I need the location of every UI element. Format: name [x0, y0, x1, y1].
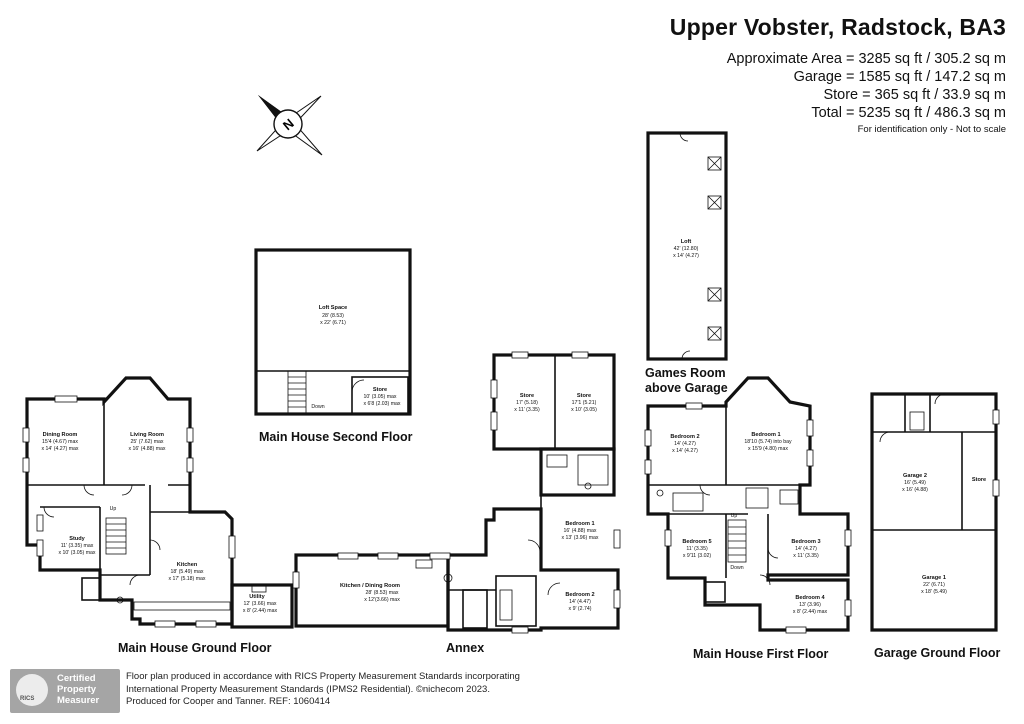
svg-text:x 18' (5.49): x 18' (5.49) [921, 589, 947, 595]
svg-text:12' (3.66) max: 12' (3.66) max [244, 601, 277, 607]
floor-label-games-room: Games Room above Garage [645, 366, 728, 395]
svg-text:14' (4.27): 14' (4.27) [795, 546, 817, 552]
svg-text:25' (7.62) max: 25' (7.62) max [131, 439, 164, 445]
svg-text:18'10 (5.74) into bay: 18'10 (5.74) into bay [744, 439, 792, 445]
area-garage: Garage = 1585 sq ft / 147.2 sq m [793, 69, 1006, 85]
room-name-bedroom-3: Bedroom 3 [791, 539, 820, 545]
svg-text:x 10' (3.05): x 10' (3.05) [571, 407, 597, 413]
svg-text:13' (3.96): 13' (3.96) [799, 602, 821, 608]
ground-floor-plan: Dining Room 15'4 (4.67) max x 14' (4.27)… [22, 376, 294, 629]
stair-up-label-first: Up [731, 513, 738, 519]
identification-note: For identification only - Not to scale [857, 124, 1006, 135]
room-name-bedroom-5: Bedroom 5 [682, 539, 711, 545]
svg-text:14' (4.47): 14' (4.47) [569, 599, 591, 605]
svg-text:11' (3.35) max: 11' (3.35) max [61, 543, 94, 549]
annex-plan: Kitchen / Dining Room 28' (8.53) max x 1… [292, 351, 621, 634]
room-name-garage-2: Garage 2 [903, 473, 927, 479]
room-name-loft: Loft [681, 239, 692, 245]
svg-text:x 14' (4.27): x 14' (4.27) [672, 448, 698, 454]
svg-text:x 9' (2.74): x 9' (2.74) [569, 606, 592, 612]
svg-text:x 13' (3.96) max: x 13' (3.96) max [561, 535, 598, 541]
svg-text:x 8' (2.44) max: x 8' (2.44) max [243, 608, 278, 614]
svg-text:x 16' (4.88) max: x 16' (4.88) max [128, 446, 165, 452]
svg-text:18' (5.49) max: 18' (5.49) max [171, 569, 204, 575]
room-name-bedroom-2-annex: Bedroom 2 [565, 592, 594, 598]
svg-text:x 15'9 (4.80) max: x 15'9 (4.80) max [748, 446, 788, 452]
room-name-study: Study [69, 536, 85, 542]
svg-text:x 10' (3.05) max: x 10' (3.05) max [58, 550, 95, 556]
svg-text:17'1 (5.21): 17'1 (5.21) [572, 400, 597, 406]
svg-text:x 6'8 (2.03) max: x 6'8 (2.03) max [363, 401, 400, 407]
room-name-kitchen-dining: Kitchen / Dining Room [340, 583, 400, 589]
rics-logo-icon [16, 674, 48, 706]
room-name-store-annex-1: Store [520, 393, 534, 399]
area-store: Store = 365 sq ft / 33.9 sq m [823, 87, 1006, 103]
svg-text:28' (8.53) max: 28' (8.53) max [366, 590, 399, 596]
stair-up-label-ground: Up [110, 506, 117, 512]
svg-text:x 14' (4.27) max: x 14' (4.27) max [41, 446, 78, 452]
room-name-bedroom-1: Bedroom 1 [751, 432, 780, 438]
svg-text:22' (6.71): 22' (6.71) [923, 582, 945, 588]
floor-label-second: Main House Second Floor [259, 430, 413, 444]
svg-text:16' (5.49): 16' (5.49) [904, 480, 926, 486]
svg-text:x 17' (5.18) max: x 17' (5.18) max [168, 576, 205, 582]
svg-text:11' (3.35): 11' (3.35) [686, 546, 708, 552]
svg-text:x 11' (3.35): x 11' (3.35) [793, 553, 819, 559]
svg-text:x 9'11 (3.02): x 9'11 (3.02) [683, 553, 712, 559]
room-name-utility: Utility [249, 594, 265, 600]
games-room-plan: Loft 42' (12.80) x 14' (4.27) [646, 131, 728, 361]
room-name-bedroom-4: Bedroom 4 [795, 595, 825, 601]
svg-text:x 8' (2.44) max: x 8' (2.44) max [793, 609, 828, 615]
svg-text:42' (12.80): 42' (12.80) [674, 246, 699, 252]
room-name-bedroom-2: Bedroom 2 [670, 434, 699, 440]
footer-credits: Floor plan produced in accordance with R… [126, 671, 520, 707]
room-name-living: Living Room [130, 432, 164, 438]
svg-text:14' (4.27): 14' (4.27) [674, 441, 696, 447]
area-approximate: Approximate Area = 3285 sq ft / 305.2 sq… [726, 51, 1006, 67]
room-name-kitchen: Kitchen [177, 562, 198, 568]
room-name-garage-1: Garage 1 [922, 575, 946, 581]
garage-plan: Garage 2 16' (5.49) x 16' (4.88) Store G… [870, 392, 1000, 632]
svg-text:10' (3.05) max: 10' (3.05) max [364, 394, 397, 400]
stair-down-label: Down [311, 404, 324, 410]
floor-label-first: Main House First Floor [693, 647, 829, 661]
certified-measurer-text: Certified Property Measurer [57, 673, 100, 706]
stair-down-label-first: Down [730, 565, 743, 571]
room-name-store-annex-2: Store [577, 393, 591, 399]
compass-icon: N [256, 95, 323, 156]
room-name-bedroom-1-annex: Bedroom 1 [565, 521, 594, 527]
floor-label-annex: Annex [446, 641, 485, 655]
svg-text:16' (4.88) max: 16' (4.88) max [564, 528, 597, 534]
room-dim-loft-space: 28' (8.53) [322, 313, 344, 319]
svg-text:x 12'(3.66) max: x 12'(3.66) max [364, 597, 400, 603]
floor-label-garage: Garage Ground Floor [874, 646, 1001, 660]
svg-text:x 14' (4.27): x 14' (4.27) [673, 253, 699, 259]
floor-label-ground: Main House Ground Floor [118, 641, 272, 655]
second-floor-plan: Loft Space 28' (8.53) x 22' (6.71) Store… [254, 248, 412, 416]
first-floor-plan: Bedroom 2 14' (4.27) x 14' (4.27) Bedroo… [644, 376, 852, 634]
room-name-loft-space: Loft Space [319, 305, 348, 311]
svg-text:17' (5.18): 17' (5.18) [516, 400, 538, 406]
area-total: Total = 5235 sq ft / 486.3 sq m [811, 105, 1006, 121]
room-name-dining: Dining Room [43, 432, 78, 438]
room-name-store-second: Store [373, 387, 387, 393]
room-name-store-garage: Store [972, 477, 986, 483]
svg-text:x 16' (4.88): x 16' (4.88) [902, 487, 928, 493]
svg-text:15'4 (4.67) max: 15'4 (4.67) max [42, 439, 78, 445]
svg-text:x 11' (3.35): x 11' (3.35) [514, 407, 540, 413]
rics-certified-badge: RICS Certified Property Measurer [10, 669, 120, 713]
property-title: Upper Vobster, Radstock, BA3 [669, 14, 1006, 40]
svg-text:x 22' (6.71): x 22' (6.71) [320, 320, 346, 326]
